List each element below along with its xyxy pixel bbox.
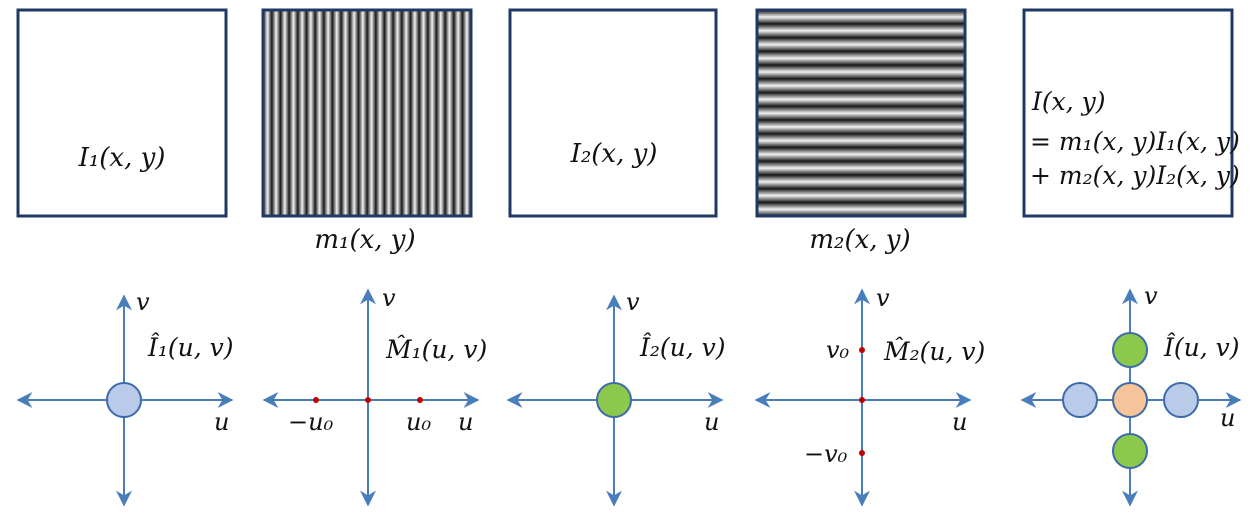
s2-dot-minus-u0 xyxy=(313,397,319,403)
stripe xyxy=(445,10,454,216)
s1-v-label: v xyxy=(136,288,150,316)
stripe xyxy=(358,10,368,216)
m2-horizontal-stripes xyxy=(757,10,965,217)
s5-circle-top xyxy=(1112,332,1148,368)
stripe xyxy=(757,37,965,52)
s5-circle-right xyxy=(1163,382,1199,418)
stripe xyxy=(393,10,402,216)
spectrum-i2: v u Î₂(u, v) xyxy=(506,288,726,507)
stripe xyxy=(453,10,463,216)
stripe xyxy=(757,174,965,189)
s5-u-label: u xyxy=(1220,404,1235,432)
s2-u0-label: u₀ xyxy=(406,408,431,436)
s4-minus-v0-label: −v₀ xyxy=(804,440,848,468)
stripe xyxy=(757,51,965,66)
box-m2-caption: m₂(x, y) xyxy=(809,225,910,255)
s1-center-circle xyxy=(106,382,142,418)
s4-dot-v0 xyxy=(859,347,865,353)
box-m1: m₁(x, y) xyxy=(261,8,473,255)
box-m1-frame xyxy=(261,8,473,218)
s4-spectrum-label: M̂₂(u, v) xyxy=(883,337,985,366)
box-i1-frame xyxy=(16,8,228,218)
stripe xyxy=(367,10,376,216)
stripe xyxy=(757,119,965,134)
stripe xyxy=(375,10,385,216)
stripe xyxy=(757,92,965,107)
box-m1-caption: m₁(x, y) xyxy=(314,225,415,255)
s1-u-label: u xyxy=(214,408,229,436)
stripe xyxy=(271,10,281,216)
stripe xyxy=(757,133,965,148)
spectrum-m2: v u v₀ −v₀ M̂₂(u, v) xyxy=(754,284,985,507)
stripe xyxy=(427,10,437,216)
s5-circle-bottom xyxy=(1112,433,1148,469)
stripe xyxy=(384,10,394,216)
s2-u-label: u xyxy=(458,408,473,436)
s3-center-circle xyxy=(596,382,632,418)
box-m2-frame xyxy=(755,8,967,218)
stripe xyxy=(349,10,359,216)
s3-v-label: v xyxy=(626,288,640,316)
stripe xyxy=(323,10,333,216)
stripe xyxy=(757,202,965,217)
stripe xyxy=(419,10,428,216)
box-i2: I₂(x, y) xyxy=(508,8,718,218)
s2-v-label: v xyxy=(382,284,396,312)
box-i2-frame xyxy=(508,8,718,218)
s3-u-label: u xyxy=(704,408,719,436)
s1-spectrum-label: Î₁(u, v) xyxy=(147,333,234,362)
s5-circle-left xyxy=(1062,382,1098,418)
box-i-line1: I(x, y) xyxy=(1031,87,1106,116)
box-i1: I₁(x, y) xyxy=(16,8,228,218)
s5-circle-center xyxy=(1112,382,1148,418)
s4-v-label: v xyxy=(876,284,890,312)
m1-vertical-stripes xyxy=(263,10,472,216)
spectrum-m1: v u −u₀ u₀ M̂₁(u, v) xyxy=(262,284,487,507)
s4-dot-origin xyxy=(859,397,865,403)
stripe xyxy=(280,10,290,216)
stripe xyxy=(757,147,965,162)
stripe xyxy=(757,78,965,93)
stripe xyxy=(332,10,342,216)
s2-dot-u0 xyxy=(417,397,423,403)
box-i1-label: I₁(x, y) xyxy=(78,143,166,173)
stripe xyxy=(757,188,965,203)
stripe xyxy=(757,23,965,38)
stripe xyxy=(757,10,965,25)
box-i2-label: I₂(x, y) xyxy=(570,139,658,169)
box-i-frame xyxy=(1022,8,1234,218)
stripe xyxy=(289,10,298,216)
s4-u-label: u xyxy=(952,408,967,436)
stripe xyxy=(306,10,316,216)
s5-spectrum-label: Î(u, v) xyxy=(1163,333,1240,362)
stripe xyxy=(263,10,272,216)
stripe xyxy=(315,10,324,216)
box-m2: m₂(x, y) xyxy=(755,8,967,255)
stripe xyxy=(757,106,965,121)
s2-spectrum-label: M̂₁(u, v) xyxy=(385,335,487,364)
stripe xyxy=(401,10,411,216)
stripe xyxy=(341,10,350,216)
stripe xyxy=(410,10,420,216)
s4-v0-label: v₀ xyxy=(826,336,850,364)
stripe xyxy=(757,161,965,176)
box-i-line3: + m₂(x, y)I₂(x, y) xyxy=(1030,161,1240,190)
stripe xyxy=(462,10,472,216)
stripe xyxy=(297,10,307,216)
s4-dot-minus-v0 xyxy=(859,450,865,456)
stripe xyxy=(757,64,965,79)
box-i-line2: = m₁(x, y)I₁(x, y) xyxy=(1030,127,1240,156)
spectrum-i1: v u Î₁(u, v) xyxy=(16,288,234,507)
box-i: I(x, y) = m₁(x, y)I₁(x, y) + m₂(x, y)I₂(… xyxy=(1022,8,1240,218)
stripe xyxy=(436,10,446,216)
s2-minus-u0-label: −u₀ xyxy=(288,408,334,436)
spectrum-i: v u Î(u, v) xyxy=(1020,282,1242,507)
s2-dot-origin xyxy=(365,397,371,403)
s5-v-label: v xyxy=(1144,282,1158,310)
s3-spectrum-label: Î₂(u, v) xyxy=(639,333,726,362)
